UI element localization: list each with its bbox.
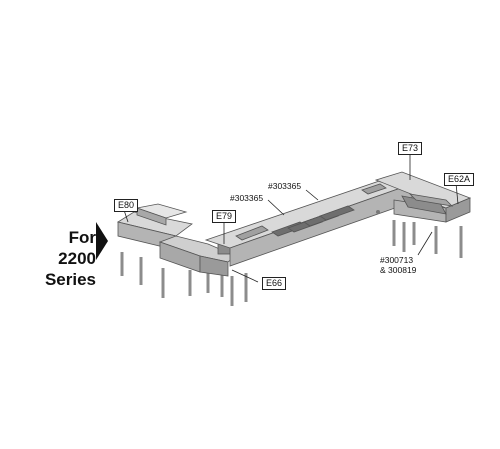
main-run [204,177,414,267]
series-label: For 2200 Series [30,227,96,290]
part-number-300713-line2: & 300819 [380,265,417,275]
part-number-303365-left: #303365 [230,193,264,203]
callout-e73: E73 [398,142,423,155]
series-label-line1: For 2200 [58,228,96,268]
right-station [374,171,472,223]
series-label-line2: Series [44,270,96,289]
callout-e62a: E62A [444,173,475,186]
callout-e66: E66 [262,277,287,290]
corner-station [158,235,237,277]
series-arrow-icon [96,222,108,260]
callout-e79: E79 [212,210,237,223]
callout-e80: E80 [114,199,139,212]
legs [120,220,463,306]
leader-lines [123,153,459,283]
part-number-303365-right: #303365 [268,181,302,191]
part-number-300713-line1: #300713 [380,255,414,265]
